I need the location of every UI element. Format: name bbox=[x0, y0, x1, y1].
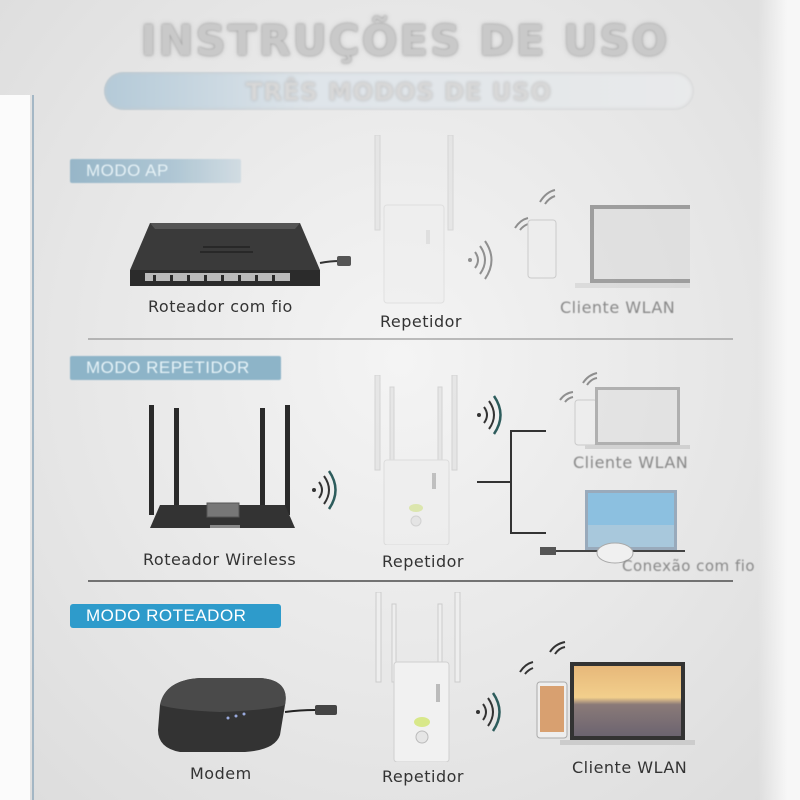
client-label-repeater-wired: Conexão com fio bbox=[622, 557, 756, 575]
page-subtitle: TRÊS MODOS DE USO bbox=[246, 78, 552, 106]
connection-bracket bbox=[510, 532, 546, 534]
wired-router-icon bbox=[130, 223, 351, 286]
modem-icon bbox=[158, 678, 337, 752]
repeater-icon bbox=[374, 135, 454, 304]
section-divider-1 bbox=[88, 338, 733, 340]
section-divider-2 bbox=[88, 580, 733, 582]
source-label-repeater: Roteador Wireless bbox=[143, 550, 297, 569]
tv-dongle-icon bbox=[540, 490, 685, 564]
left-border-line bbox=[32, 95, 34, 800]
mode-router-badge: MODO ROTEADOR bbox=[70, 604, 281, 628]
laptop-icon bbox=[559, 372, 690, 449]
laptop-phone-icon bbox=[514, 189, 690, 288]
connection-bracket bbox=[477, 481, 511, 483]
repeater-label-router: Repetidor bbox=[382, 767, 464, 786]
source-label-router: Modem bbox=[190, 764, 252, 783]
client-label-repeater-wlan: Cliente WLAN bbox=[573, 453, 689, 472]
connection-bracket bbox=[510, 430, 546, 432]
wifi-signal-icon bbox=[468, 240, 493, 280]
page-edge-right bbox=[758, 0, 800, 800]
wifi-signal-icon bbox=[312, 470, 337, 510]
connection-bracket bbox=[510, 430, 512, 533]
repeater-label-repeater: Repetidor bbox=[382, 552, 464, 571]
mode-ap-badge: MODO AP bbox=[70, 159, 241, 183]
repeater-label-ap: Repetidor bbox=[380, 312, 462, 331]
page-edge-left bbox=[0, 95, 30, 800]
laptop-phone-icon bbox=[519, 641, 695, 745]
client-label-ap: Cliente WLAN bbox=[560, 298, 676, 317]
source-label-ap: Roteador com fio bbox=[148, 297, 293, 316]
repeater-icon bbox=[374, 375, 458, 545]
wifi-signal-icon bbox=[477, 395, 502, 435]
repeater-icon bbox=[375, 592, 461, 762]
subtitle-banner bbox=[104, 72, 694, 110]
mode-repeater-badge: MODO REPETIDOR bbox=[70, 356, 281, 380]
wireless-router-icon bbox=[149, 405, 295, 528]
page-title: INSTRUÇÕES DE USO bbox=[140, 16, 670, 65]
wifi-signal-icon bbox=[476, 692, 501, 732]
client-label-router: Cliente WLAN bbox=[572, 758, 688, 777]
